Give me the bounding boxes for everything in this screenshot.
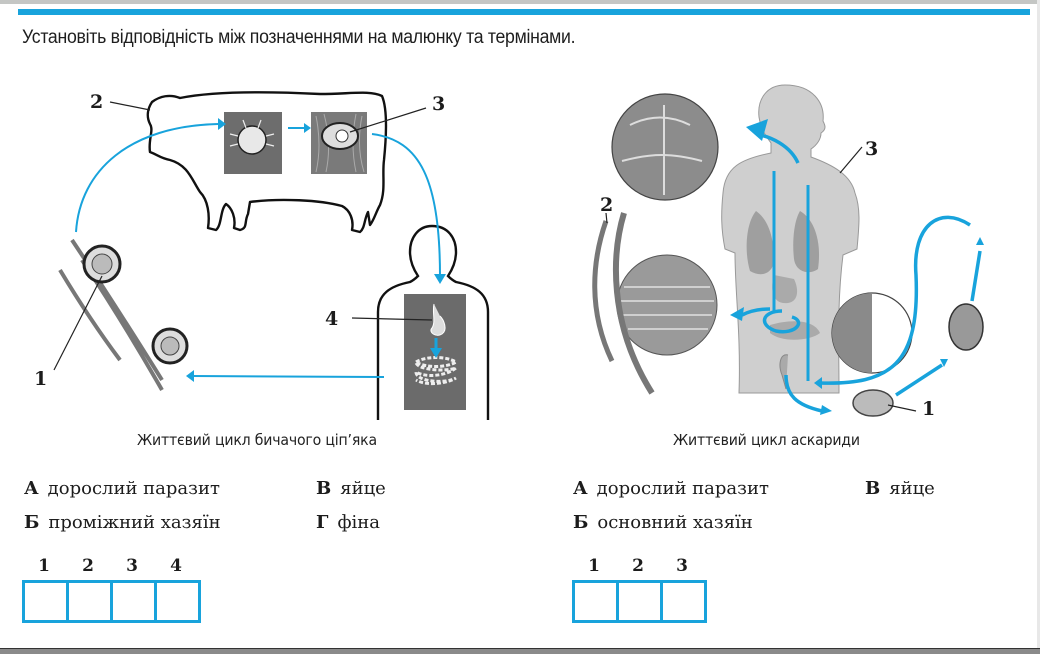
intestine-magnifier xyxy=(616,254,718,356)
option-letter: А xyxy=(573,478,588,499)
task-instruction: Установіть відповідність між позначенням… xyxy=(22,27,576,48)
option-text: проміжний хазяїн xyxy=(48,512,221,533)
cysticercus-box xyxy=(311,112,367,174)
label-3: 3 xyxy=(432,93,445,115)
label-1: 1 xyxy=(34,368,47,390)
answer-cell-2[interactable] xyxy=(69,583,113,620)
answer-number: 2 xyxy=(632,556,644,576)
option-text: яйце xyxy=(889,478,935,499)
option-text: дорослий паразит xyxy=(47,478,220,499)
answer-number: 1 xyxy=(38,556,50,576)
human-body-illustration xyxy=(721,84,860,394)
bottom-edge xyxy=(0,648,1040,654)
lifecycle-arrows xyxy=(75,123,441,378)
label-leader-lines xyxy=(605,146,917,412)
arrowheads xyxy=(186,118,446,382)
label-3: 3 xyxy=(865,138,878,160)
top-edge xyxy=(0,0,1040,4)
label-leader-lines xyxy=(53,101,433,371)
roundworm-lifecycle-diagram: 3 2 1 xyxy=(560,75,1030,420)
right-caption: Життєвий цикл аскариди xyxy=(673,431,860,449)
option-text: фіна xyxy=(337,512,381,533)
right-answer-grid: 1 2 3 xyxy=(572,556,707,623)
option-text: яйце xyxy=(340,478,386,499)
option-text: дорослий паразит xyxy=(596,478,769,499)
answer-cell-1[interactable] xyxy=(575,583,619,620)
label-2: 2 xyxy=(90,91,103,113)
left-answer-grid: 1 2 3 4 xyxy=(22,556,201,623)
label-1: 1 xyxy=(922,398,935,420)
intestine-box xyxy=(404,294,466,410)
option-letter: Б xyxy=(24,512,40,533)
option-text: основний хазяїн xyxy=(597,512,753,533)
lung-alveoli-magnifier xyxy=(611,93,719,201)
label-4: 4 xyxy=(325,308,338,330)
header-accent-bar xyxy=(18,9,1030,15)
answer-cell-1[interactable] xyxy=(25,583,69,620)
roundworm-eggs xyxy=(852,303,984,417)
answer-cell-3[interactable] xyxy=(113,583,157,620)
option-letter: В xyxy=(316,478,332,499)
oncosphere-box xyxy=(224,112,282,174)
answer-number: 2 xyxy=(82,556,94,576)
option-letter: Б xyxy=(573,512,589,533)
left-caption: Життєвий цикл бичачого ціп’яка xyxy=(137,431,377,449)
answer-number: 4 xyxy=(170,556,182,576)
tapeworm-lifecycle-diagram: 2 3 4 1 xyxy=(20,80,520,420)
answer-number: 1 xyxy=(588,556,600,576)
right-edge xyxy=(1037,0,1040,653)
label-2: 2 xyxy=(600,194,613,216)
answer-cell-2[interactable] xyxy=(619,583,663,620)
lifecycle-arrows xyxy=(741,133,982,413)
answer-number: 3 xyxy=(676,556,688,576)
answer-number: 3 xyxy=(126,556,138,576)
answer-cell-4[interactable] xyxy=(157,583,198,620)
answer-cell-3[interactable] xyxy=(663,583,704,620)
arrowheads xyxy=(730,119,984,415)
larva-magnifier xyxy=(831,292,913,374)
eggs-on-grass xyxy=(58,238,189,391)
adult-worms xyxy=(592,212,655,395)
option-letter: В xyxy=(865,478,881,499)
option-letter: Г xyxy=(316,512,329,533)
option-letter: А xyxy=(24,478,39,499)
